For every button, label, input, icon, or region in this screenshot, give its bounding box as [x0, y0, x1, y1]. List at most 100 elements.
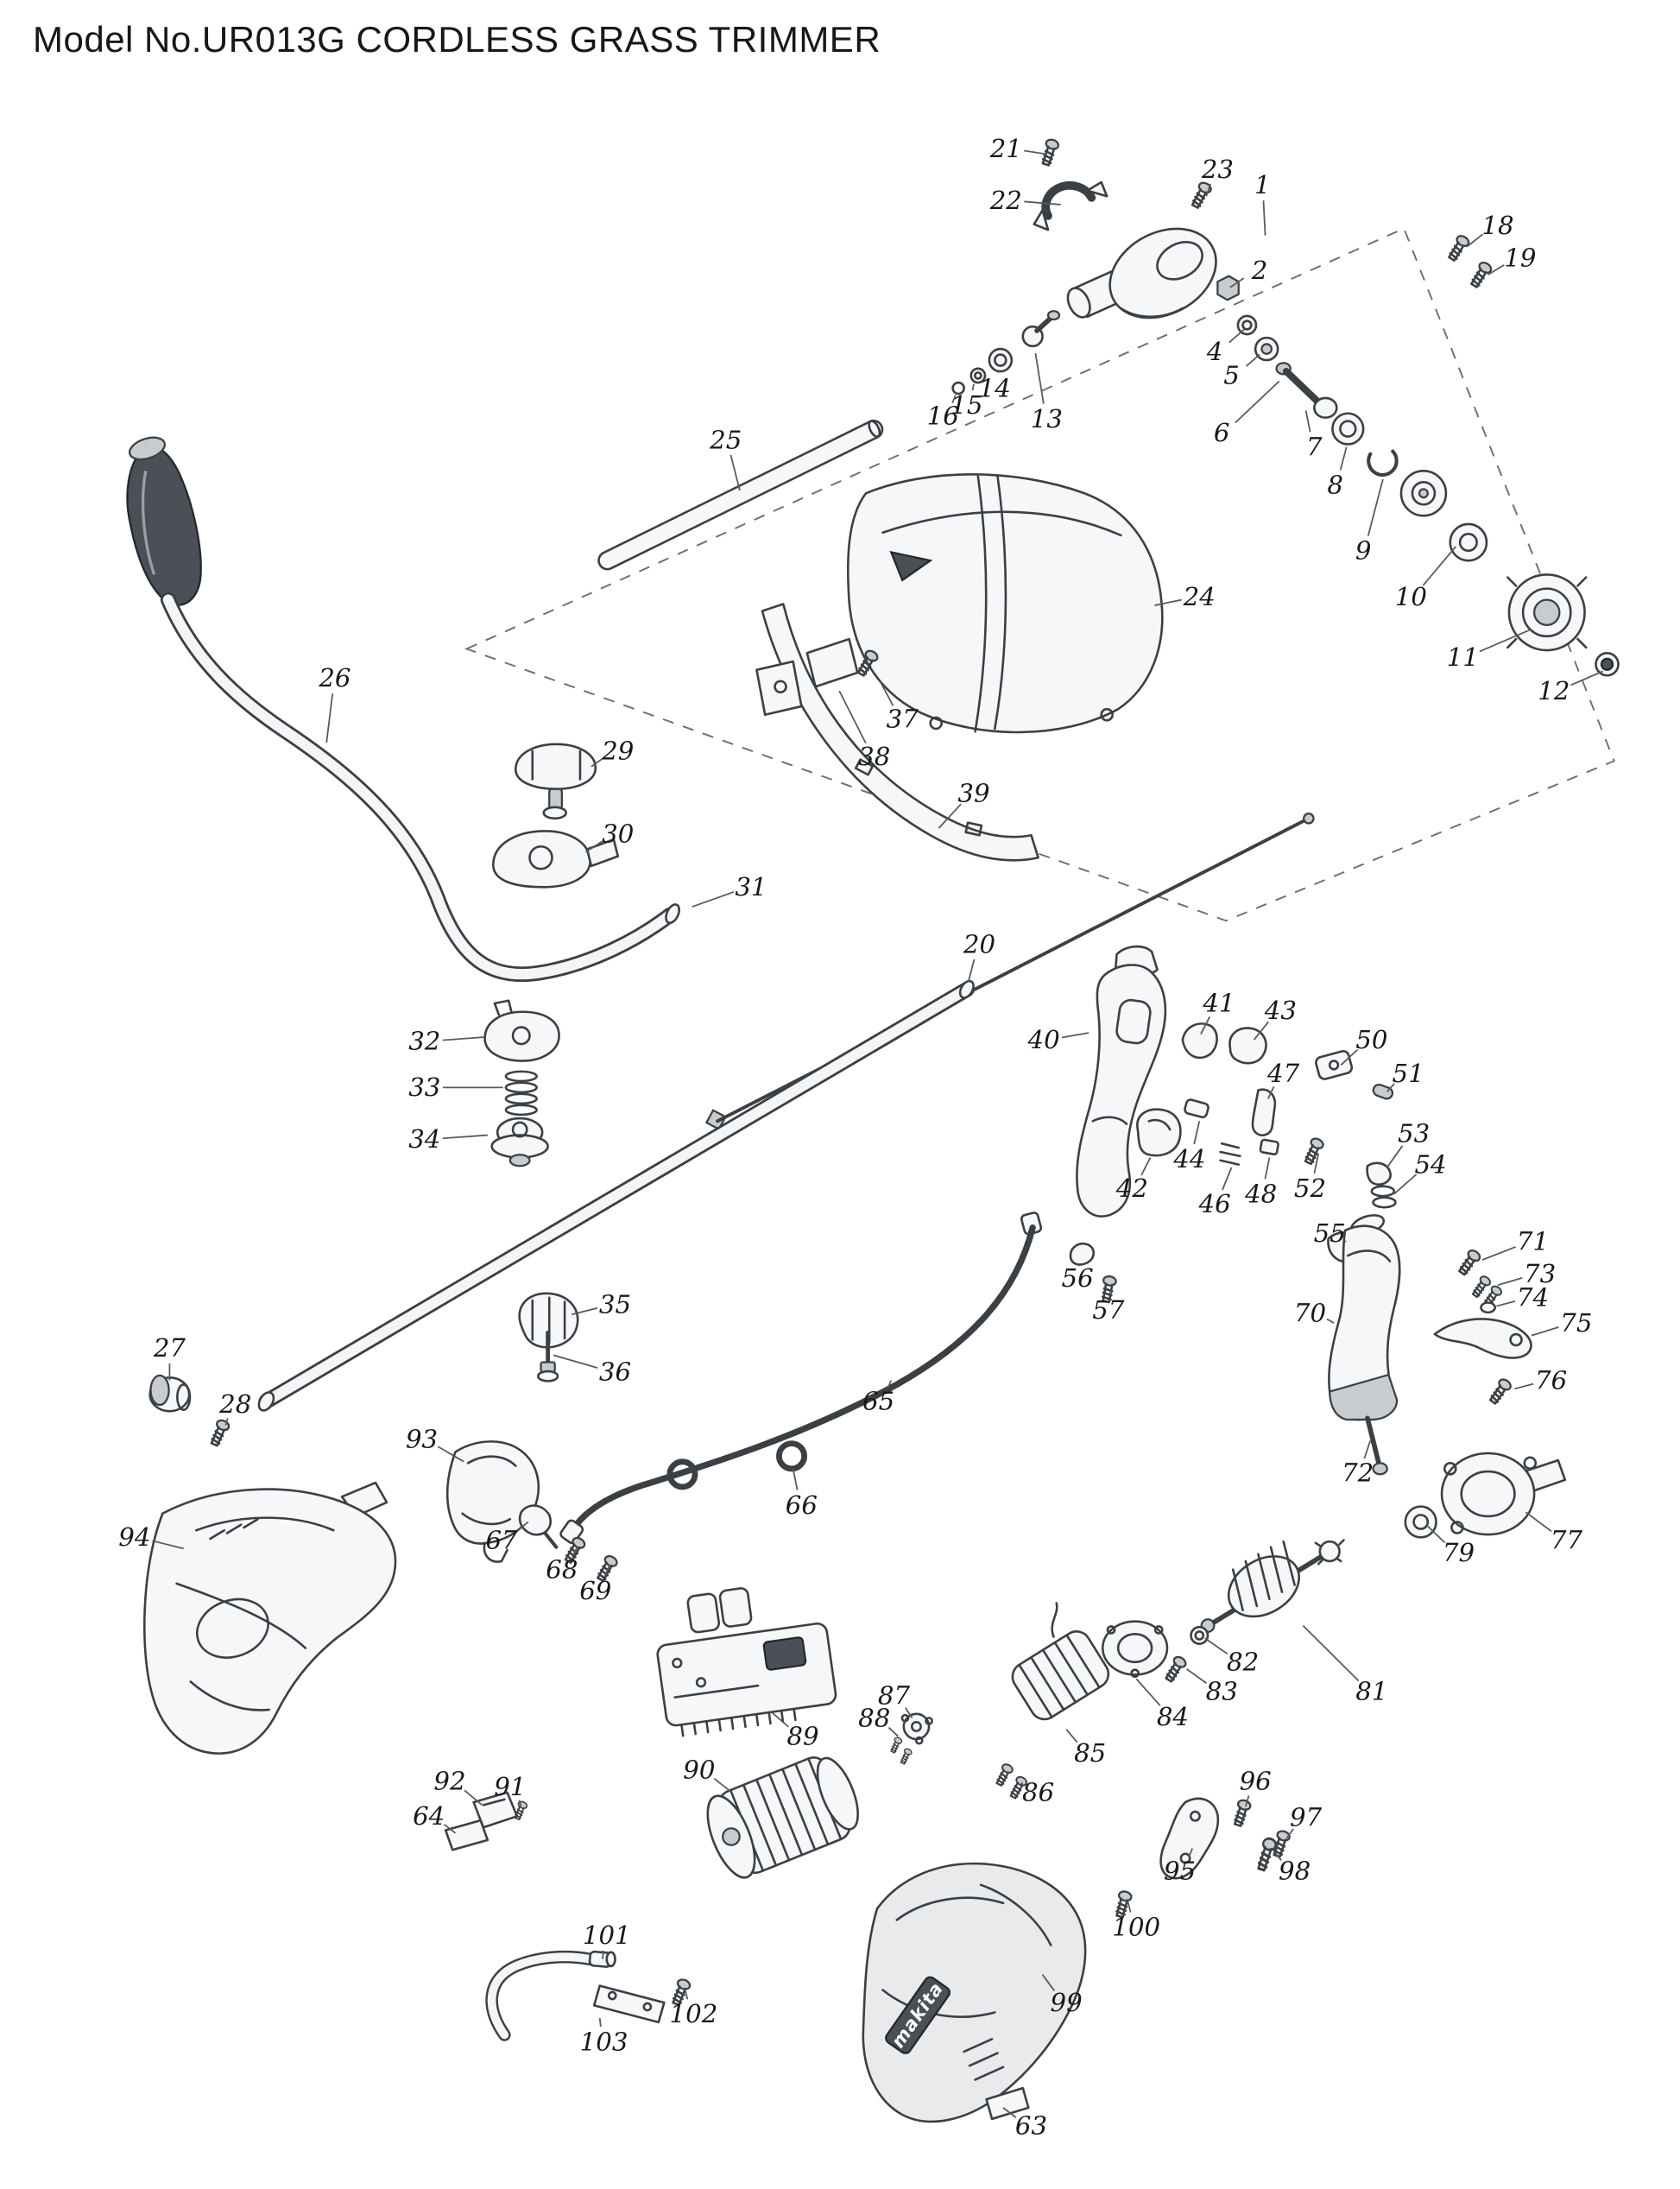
leader-line-76	[1514, 1382, 1534, 1390]
part-label-21: 21	[989, 134, 1022, 163]
shaft-clamp-assembly	[148, 1292, 579, 1449]
part-label-38: 38	[858, 742, 890, 771]
loop-handle-assembly	[126, 436, 680, 983]
leader-line-42	[1140, 1157, 1152, 1176]
leader-line-84	[1135, 1678, 1161, 1706]
leader-line-98	[1274, 1851, 1282, 1862]
part-label-72: 72	[1342, 1458, 1374, 1487]
leader-line-8	[1339, 446, 1348, 471]
part-label-98: 98	[1279, 1856, 1311, 1885]
leader-line-46	[1222, 1167, 1233, 1191]
part-label-44: 44	[1172, 1144, 1205, 1174]
part-label-77: 77	[1551, 1525, 1583, 1554]
part-label-23: 23	[1201, 155, 1234, 184]
leader-line-83	[1186, 1668, 1207, 1684]
mount-bracket-assembly	[1112, 1797, 1292, 1920]
leader-line-64	[443, 1824, 457, 1834]
part-label-40: 40	[1027, 1025, 1060, 1054]
leader-line-43	[1253, 1021, 1269, 1041]
part-label-26: 26	[318, 663, 351, 693]
leader-line-21	[1024, 149, 1047, 155]
part-label-64: 64	[413, 1801, 445, 1831]
part-label-67: 67	[485, 1525, 518, 1554]
part-label-86: 86	[1022, 1777, 1054, 1806]
leader-line-24	[1154, 598, 1182, 606]
part-label-34: 34	[408, 1124, 440, 1154]
leader-line-96	[1244, 1795, 1250, 1807]
part-label-46: 46	[1198, 1189, 1231, 1218]
leader-line-38	[838, 690, 867, 744]
leader-line-30	[584, 840, 603, 853]
part-label-70: 70	[1294, 1298, 1326, 1327]
leader-line-92	[464, 1789, 483, 1806]
leader-line-79	[1427, 1525, 1446, 1544]
part-label-89: 89	[786, 1722, 818, 1751]
part-label-41: 41	[1202, 989, 1235, 1018]
leader-line-25	[729, 454, 741, 491]
fan-cover-assembly	[1404, 1452, 1567, 1539]
part-label-82: 82	[1227, 1648, 1259, 1677]
part-label-36: 36	[599, 1357, 631, 1387]
leader-line-13	[1034, 352, 1045, 404]
part-label-2: 2	[1251, 256, 1268, 285]
part-label-37: 37	[887, 704, 919, 733]
leader-line-103	[598, 2017, 602, 2028]
leader-line-82	[1204, 1637, 1228, 1655]
leader-line-100	[1127, 1901, 1132, 1913]
leader-line-90	[713, 1778, 731, 1792]
leader-line-71	[1481, 1246, 1517, 1261]
rear-housing-assembly	[1328, 1214, 1532, 1476]
leader-line-52	[1313, 1153, 1320, 1174]
part-label-9: 9	[1355, 536, 1372, 566]
part-label-8: 8	[1327, 470, 1343, 499]
leader-line-48	[1264, 1157, 1271, 1180]
leader-line-9	[1367, 478, 1384, 536]
part-label-25: 25	[709, 425, 742, 454]
leader-line-54	[1393, 1174, 1418, 1195]
leader-line-31	[692, 891, 735, 908]
leader-line-40	[1061, 1032, 1089, 1039]
part-label-16: 16	[927, 402, 959, 431]
leader-line-68	[572, 1547, 578, 1558]
leader-line-91	[518, 1800, 522, 1807]
leader-line-95	[1188, 1848, 1193, 1858]
part-label-83: 83	[1206, 1677, 1238, 1706]
part-label-76: 76	[1535, 1365, 1567, 1395]
part-label-88: 88	[858, 1703, 890, 1732]
pipe-section	[597, 420, 884, 571]
part-label-53: 53	[1398, 1119, 1430, 1148]
leader-line-35	[571, 1307, 598, 1316]
part-label-63: 63	[1015, 2111, 1047, 2141]
part-label-28: 28	[218, 1389, 251, 1419]
part-label-92: 92	[433, 1766, 465, 1795]
part-label-30: 30	[602, 819, 634, 848]
part-label-24: 24	[1183, 582, 1216, 611]
part-label-99: 99	[1051, 1988, 1083, 2017]
part-label-4: 4	[1206, 337, 1223, 366]
leader-line-26	[325, 693, 334, 743]
part-label-18: 18	[1481, 211, 1513, 240]
leader-line-16	[951, 395, 957, 404]
leader-line-73	[1497, 1276, 1523, 1287]
leader-line-65	[887, 1380, 893, 1389]
part-label-50: 50	[1355, 1025, 1387, 1054]
part-label-73: 73	[1524, 1259, 1556, 1288]
leader-line-86	[1020, 1781, 1024, 1786]
part-label-22: 22	[989, 186, 1022, 215]
leader-line-28	[224, 1418, 229, 1426]
leader-line-32	[442, 1036, 485, 1041]
part-label-47: 47	[1266, 1059, 1300, 1088]
part-label-19: 19	[1504, 243, 1536, 272]
part-label-65: 65	[862, 1387, 894, 1416]
battery-housing-assembly: makita	[862, 1862, 1087, 2123]
part-label-87: 87	[878, 1680, 911, 1710]
leader-line-50	[1340, 1048, 1359, 1066]
part-label-10: 10	[1395, 582, 1427, 611]
part-label-43: 43	[1264, 996, 1297, 1025]
leader-line-85	[1065, 1729, 1078, 1743]
leader-line-77	[1525, 1511, 1552, 1533]
part-label-52: 52	[1294, 1174, 1326, 1203]
part-label-101: 101	[583, 1920, 631, 1950]
